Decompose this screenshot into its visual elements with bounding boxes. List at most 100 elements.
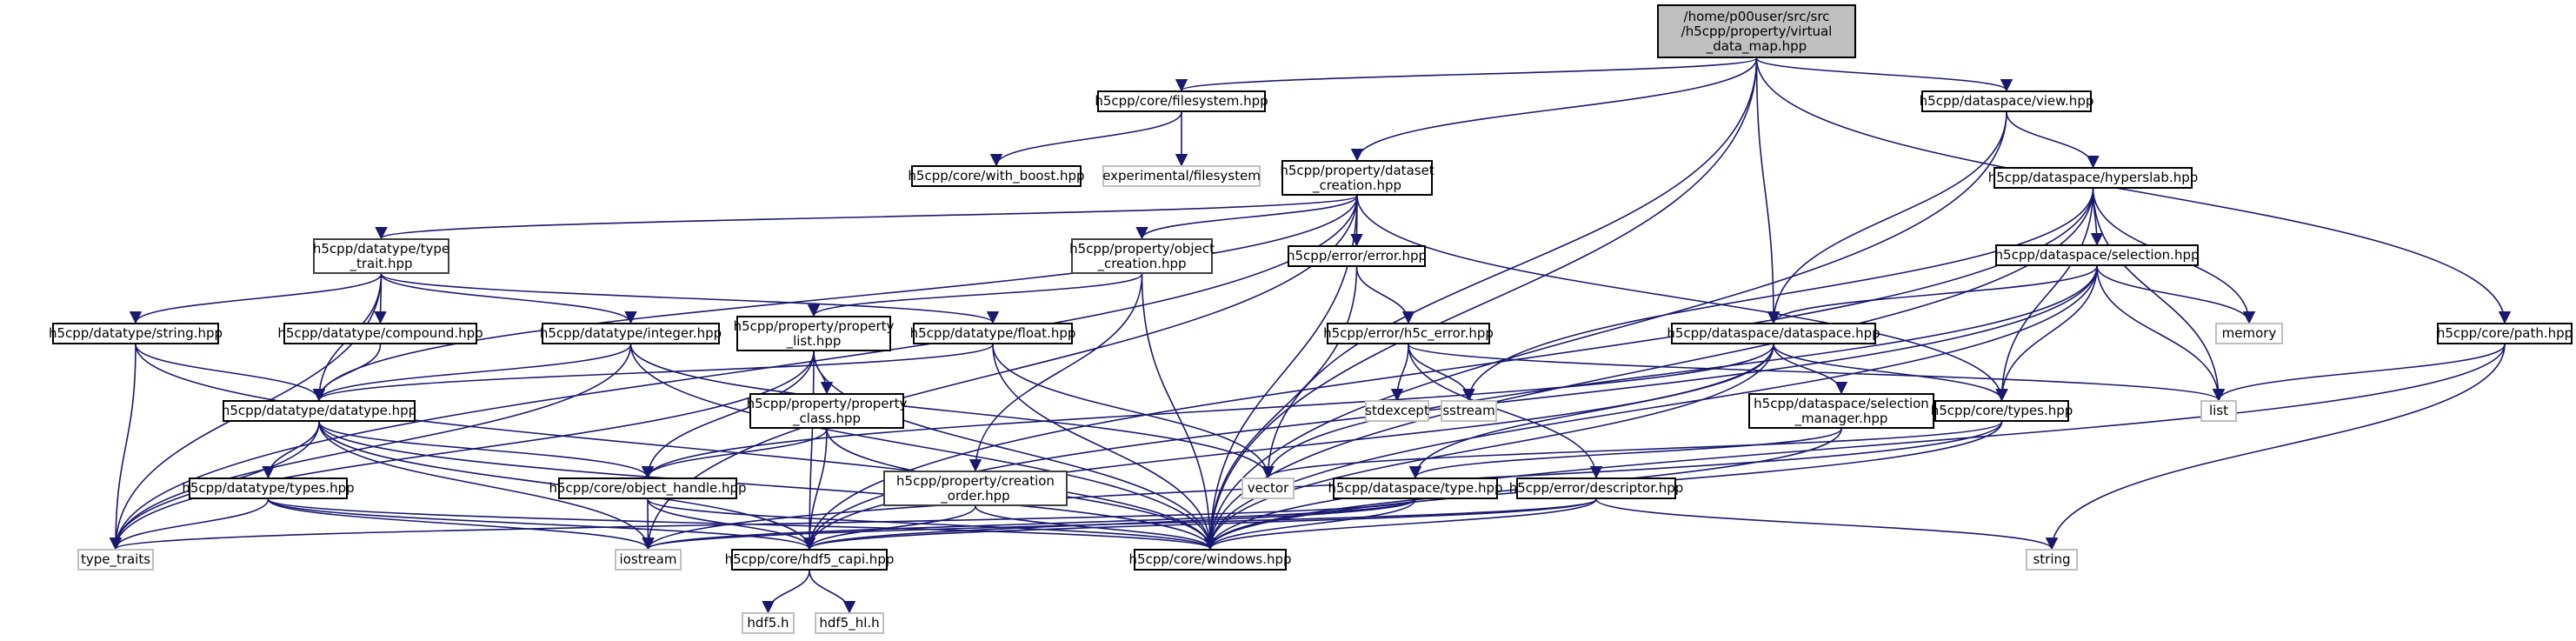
edge-root-to-path [1755, 57, 2512, 324]
edge-descriptor-to-iostream [642, 498, 1597, 551]
node-dataspace-hyperslab[interactable]: h5cpp/dataspace/hyperslab.hpp [1988, 167, 2198, 189]
edge-property_list-to-object_handle [641, 351, 815, 479]
edge-float-to-datatype [313, 344, 994, 402]
edge-hdf5_capi-to-hdf5_hl [809, 570, 856, 614]
edge-integer-to-windows [629, 344, 1217, 551]
edge-core_types-to-vector [1261, 421, 2003, 479]
edge-hyperslab-to-core_types [1995, 188, 2094, 402]
edge-selection_manager-to-ds_type [1409, 428, 1842, 479]
edge-dataset_creation-to-object_creation [1135, 195, 1358, 240]
edge-string_hpp-to-windows [135, 344, 1217, 551]
edge-selection-to-vector [1261, 265, 2098, 479]
node-stdexcept: stdexcept [1365, 400, 1429, 422]
node-datatype-integer[interactable]: h5cpp/datatype/integer.hpp [540, 323, 722, 344]
edge-hyperslab-to-list [2092, 188, 2226, 402]
edge-property_list-to-windows [813, 351, 1217, 551]
node-core-with-boost[interactable]: h5cpp/core/with_boost.hpp [908, 165, 1085, 187]
edge-ds_type-to-windows [1203, 498, 1416, 551]
edge-root-to-dataspace [1755, 57, 1781, 324]
node-property-property-class[interactable]: h5cpp/property/property _class.hpp [747, 393, 907, 429]
edge-dataset_creation-to-datatype [312, 195, 1358, 402]
edge-descriptor-to-windows [1204, 498, 1597, 551]
node-sstream: sstream [1441, 400, 1497, 422]
edge-h5c_error-to-list [1408, 344, 2225, 402]
edge-dataspace-to-object_handle [642, 344, 1774, 479]
node-dataspace-type[interactable]: h5cpp/dataspace/type.hpp [1328, 477, 1503, 499]
node-core-windows[interactable]: h5cpp/core/windows.hpp [1129, 549, 1292, 571]
node-dataspace-selection[interactable]: h5cpp/dataspace/selection.hpp [1995, 244, 2200, 266]
edge-property_class-to-object_handle [641, 428, 828, 479]
edge-object_handle-to-hdf5_capi [647, 498, 816, 551]
edge-float-to-vector [992, 344, 1275, 479]
edge-h5c_error-to-stdexcept [1390, 344, 1409, 402]
edge-selection-to-dataspace [1767, 265, 2098, 324]
node-vector: vector [1241, 477, 1295, 499]
node-dataspace-view[interactable]: h5cpp/dataspace/view.hpp [1920, 90, 2093, 112]
node-error-descriptor[interactable]: h5cpp/error/descriptor.hpp [1509, 477, 1683, 499]
edge-dataspace-to-hdf5_capi [802, 344, 1774, 551]
node-core-hdf5-capi[interactable]: h5cpp/core/hdf5_capi.hpp [725, 549, 894, 571]
edge-datatype-to-dt_types [262, 421, 320, 479]
node-list: list [2200, 400, 2237, 422]
node-core-path[interactable]: h5cpp/core/path.hpp [2437, 323, 2573, 344]
edge-object_creation-to-creation_order [968, 273, 1143, 472]
node-core-types[interactable]: h5cpp/core/types.hpp [1931, 400, 2073, 422]
node-error-h5c-error[interactable]: h5cpp/error/h5c_error.hpp [1323, 323, 1494, 344]
edge-dataset_creation-to-type_trait [375, 195, 1358, 240]
edge-dataset_creation-to-core_types [1356, 195, 2008, 402]
node-iostream: iostream [615, 549, 682, 571]
edge-string_hpp-to-datatype [135, 344, 326, 402]
edge-descriptor-to-string_std [1595, 498, 2058, 551]
node-datatype-datatype[interactable]: h5cpp/datatype/datatype.hpp [222, 400, 416, 422]
edge-type_trait-to-float [380, 273, 999, 324]
edge-datatype-to-iostream [318, 421, 655, 551]
node-error-error[interactable]: h5cpp/error/error.hpp [1287, 245, 1427, 267]
node-hdf5-h: hdf5.h [742, 612, 795, 634]
edge-view-to-dataspace [1767, 111, 2007, 324]
edge-dt_types-to-iostream [267, 498, 655, 551]
edge-root-to-dataset_creation [1350, 57, 1758, 162]
edge-hyperslab-to-sstream [1462, 188, 2094, 402]
node-experimental-filesystem: experimental/filesystem [1102, 165, 1261, 187]
edge-float-to-windows [992, 344, 1217, 551]
edge-path-to-windows [1203, 344, 2506, 551]
edge-dt_types-to-type_traits [109, 498, 270, 551]
edge-descriptor-to-hdf5_capi [803, 498, 1597, 551]
edge-root-to-vector [1261, 57, 1758, 479]
node-datatype-float[interactable]: h5cpp/datatype/float.hpp [910, 323, 1075, 344]
edge-ds_type-to-type_traits [110, 498, 1416, 551]
node-core-object-handle[interactable]: h5cpp/core/object_handle.hpp [549, 477, 747, 499]
edge-error-to-windows [1203, 266, 1358, 551]
node-datatype-compound[interactable]: h5cpp/datatype/compound.hpp [277, 323, 483, 344]
edge-type_trait-to-string_hpp [129, 273, 383, 324]
edge-string_hpp-to-type_traits [109, 344, 136, 551]
edge-dt_types-to-hdf5_capi [267, 498, 815, 551]
node-property-property-list[interactable]: h5cpp/property/property _list.hpp [734, 316, 894, 351]
node-datatype-string[interactable]: h5cpp/datatype/string.hpp [49, 323, 223, 344]
node-datatype-type-trait[interactable]: h5cpp/datatype/type _trait.hpp [313, 238, 449, 274]
edge-filesystem-to-with_boost [989, 111, 1182, 167]
node-core-filesystem[interactable]: h5cpp/core/filesystem.hpp [1095, 90, 1268, 112]
edge-h5c_error-to-descriptor [1408, 344, 1603, 479]
edge-selection-to-list [2096, 265, 2226, 402]
node-memory: memory [2215, 323, 2283, 344]
node-type-traits: type_traits [77, 549, 154, 571]
edge-object_handle-to-iostream [642, 498, 655, 551]
node-datatype-types[interactable]: h5cpp/datatype/types.hpp [182, 477, 355, 499]
node-hdf5-hl-h: hdf5_hl.h [815, 612, 884, 634]
node-dataspace-selection-manager[interactable]: h5cpp/dataspace/selection _manager.hpp [1748, 393, 1934, 429]
edge-root-to-filesystem [1175, 57, 1758, 92]
node-dataspace-dataspace[interactable]: h5cpp/dataspace/dataspace.hpp [1667, 323, 1880, 344]
edge-datatype-to-object_handle [318, 421, 655, 479]
node-property-dataset-creation[interactable]: h5cpp/property/dataset _creation.hpp [1280, 160, 1434, 196]
edge-ds_type-to-iostream [642, 498, 1416, 551]
node-property-object-creation[interactable]: h5cpp/property/object _creation.hpp [1069, 238, 1215, 274]
edge-root-to-windows [1203, 57, 1758, 551]
edge-property_class-to-hdf5_capi [802, 428, 828, 551]
edge-type_trait-to-integer [380, 273, 637, 324]
node-string: string [2026, 549, 2078, 571]
node-property-creation-order[interactable]: h5cpp/property/creation _order.hpp [883, 471, 1068, 506]
edge-object_creation-to-property_list [808, 273, 1143, 317]
node-root-virtual-data-map[interactable]: /home/p00user/src/src /h5cpp/property/vi… [1657, 4, 1856, 58]
